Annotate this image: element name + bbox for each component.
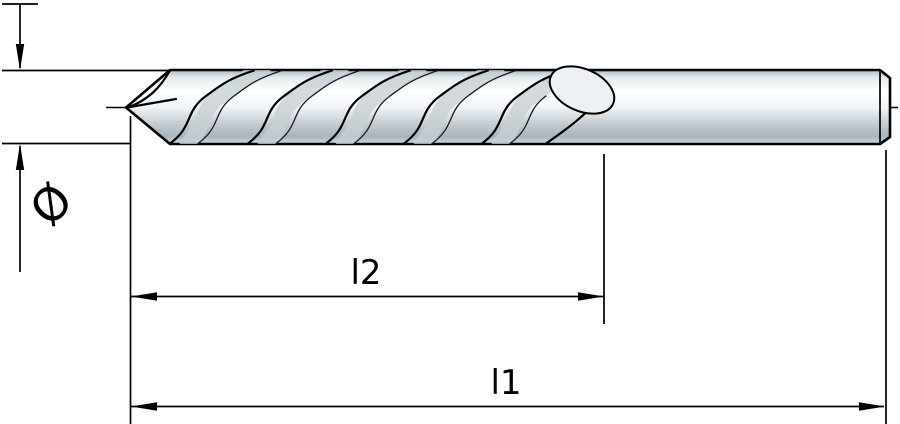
shade-band <box>412 70 506 144</box>
arrowhead-right-icon <box>578 292 604 301</box>
dimension-l2: l2 <box>129 116 605 424</box>
margin-line <box>509 95 547 144</box>
drill-bit <box>124 65 892 146</box>
l1-label: l1 <box>490 363 521 403</box>
shade-band <box>334 70 428 144</box>
diameter-symbol-label: Ø <box>19 173 83 236</box>
flute-runout <box>548 65 616 115</box>
flute-edge <box>324 70 412 144</box>
arrowhead-up-icon <box>15 144 25 170</box>
flute-edge <box>402 70 490 144</box>
flute-edge <box>246 70 334 144</box>
arrowhead-left-icon <box>131 292 157 301</box>
dimension-l1: l1 <box>131 150 887 424</box>
shade-band <box>256 70 350 144</box>
shade-band <box>178 70 272 144</box>
margin-line <box>197 70 283 144</box>
chisel-edge <box>125 97 178 109</box>
margin-line <box>275 70 361 144</box>
arrowhead-down-icon <box>15 44 25 70</box>
flute-edge <box>168 70 256 144</box>
arrowhead-right-icon <box>859 402 885 411</box>
flute-shading <box>178 70 584 144</box>
flute-edges <box>168 70 598 144</box>
margin-line <box>431 70 517 144</box>
l2-label: l2 <box>350 253 381 293</box>
margin-line <box>353 70 439 144</box>
dimension-diameter: Ø <box>2 3 172 272</box>
arrowhead-left-icon <box>131 402 157 411</box>
flute-edge <box>480 70 568 144</box>
